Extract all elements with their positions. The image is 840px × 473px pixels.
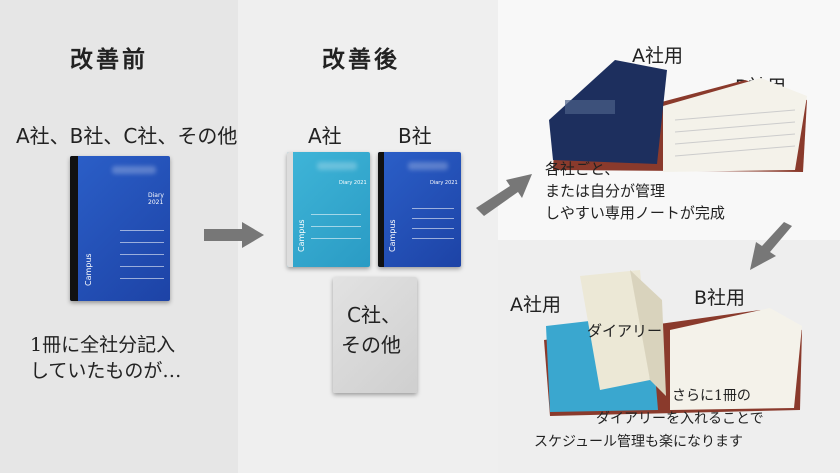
after-label-b: B社 [398,124,432,148]
after-label-c-line1: C社、 [347,303,401,327]
right-bottom-caption-line1: さらに1冊の [672,388,751,404]
notebook-company-c: C社、 その他 [333,277,417,393]
binder-with-notebooks [545,60,815,176]
right-bottom-label-b: B社用 [694,287,746,309]
arrow-right-icon [204,222,264,252]
notebook-company-b: Diary 2021 Campus [378,152,461,267]
notebook-all-companies: Diary 2021 Campus [70,156,170,301]
before-caption-line1: 1冊に全社分記入 [30,334,176,356]
right-bottom-caption-line3: スケジュール管理も楽になります [534,434,744,450]
arrow-down-left-icon [746,222,796,278]
right-bottom-caption-line2: ダイアリーを入れることで [596,411,764,427]
after-label-c-line2: その他 [341,333,401,357]
binder-with-diary [540,270,810,424]
notebook-company-a: Diary 2021 Campus [287,152,370,267]
before-caption-line2: していたものが… [30,360,182,382]
right-bottom-label-a: A社用 [510,294,561,316]
before-companies-label: A社、B社、C社、その他 [16,124,238,148]
arrow-up-right-icon [474,168,538,222]
right-top-label-a: A社用 [632,45,683,67]
after-heading: 改善後 [322,46,400,73]
right-top-caption-line2: または自分が管理 [545,182,666,200]
before-heading: 改善前 [70,46,148,73]
right-top-caption-line1: 各社ごと、 [545,160,620,178]
diary-label: ダイアリー [587,322,663,340]
after-label-a: A社 [308,124,342,148]
right-top-caption-line3: しやすい専用ノートが完成 [545,204,725,222]
